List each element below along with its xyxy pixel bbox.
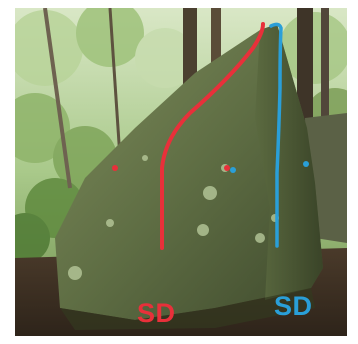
blue-start-hold-right bbox=[303, 161, 309, 167]
blue-route-line bbox=[269, 22, 283, 248]
blue-start-hold-left bbox=[230, 167, 236, 173]
boulder-right-face bbox=[255, 24, 323, 300]
boulder-shadow bbox=[60, 288, 315, 330]
lichen-spots bbox=[68, 155, 279, 280]
red-start-hold-left bbox=[112, 165, 118, 171]
red-route-line bbox=[160, 22, 265, 250]
red-start-hold-right bbox=[224, 165, 230, 171]
boulder bbox=[55, 24, 323, 320]
blue-route-label: SD bbox=[274, 291, 313, 321]
boulder-photo bbox=[15, 8, 347, 336]
boulder-scene bbox=[15, 8, 347, 336]
red-route-label: SD bbox=[137, 298, 176, 328]
